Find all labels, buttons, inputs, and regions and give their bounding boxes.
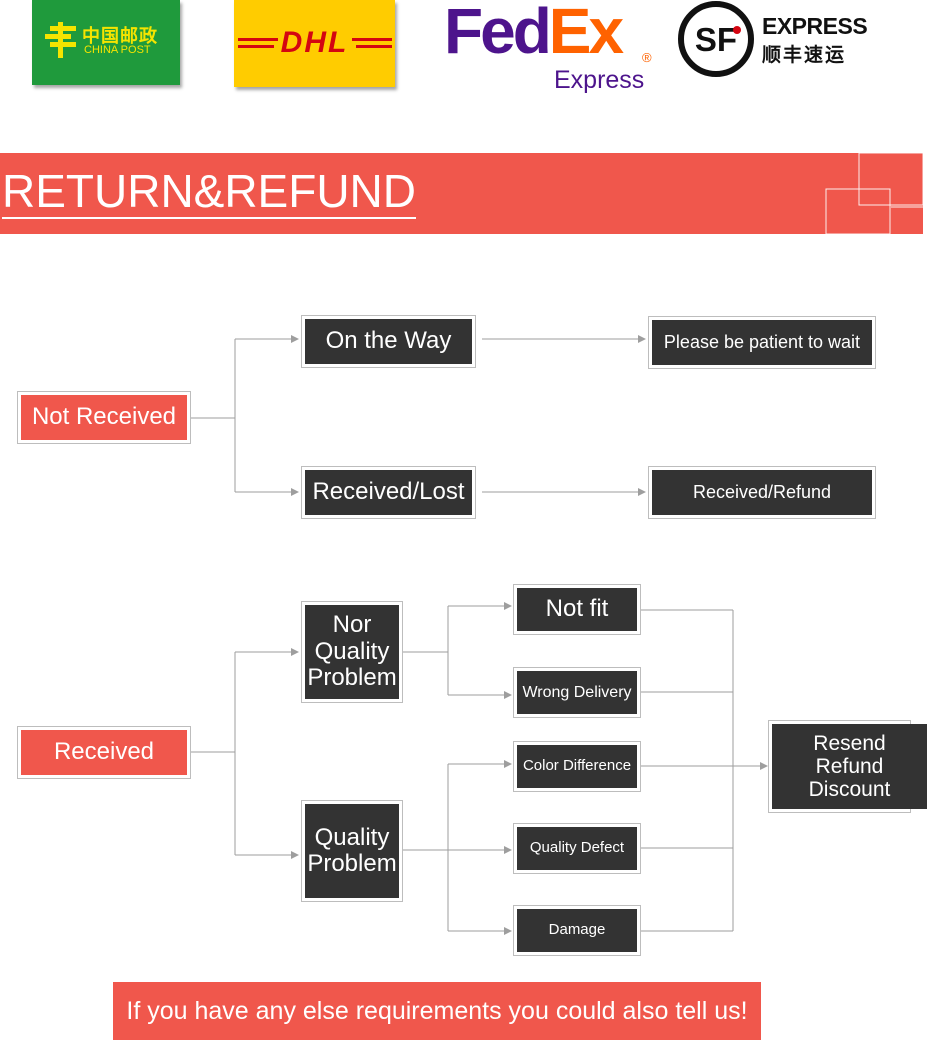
node-quality-defect: Quality Defect: [513, 823, 641, 874]
return-refund-banner: RETURN&REFUND: [0, 153, 923, 234]
china-post-name-en: CHINA POST: [84, 44, 151, 56]
sf-express-logo: SF EXPRESS 顺丰速运: [677, 0, 868, 80]
node-nor-quality-problem: Nor Quality Problem: [301, 601, 403, 703]
node-received: Received: [17, 726, 191, 779]
node-not-fit: Not fit: [513, 584, 641, 635]
node-color-difference: Color Difference: [513, 741, 641, 792]
fedex-registered-mark: ®: [642, 50, 652, 65]
node-on-the-way: On the Way: [301, 315, 476, 368]
fedex-name-ex: Ex: [548, 0, 624, 67]
dhl-logo: DHL: [234, 0, 395, 87]
node-damage: Damage: [513, 905, 641, 956]
china-post-logo: 中国邮政 CHINA POST: [32, 0, 180, 85]
node-not-received: Not Received: [17, 391, 191, 444]
fedex-logo: FedEx ® Express: [444, 0, 660, 100]
node-please-be-patient: Please be patient to wait: [648, 316, 876, 369]
fedex-name-fed: Fed: [444, 0, 552, 67]
node-resend-refund-discount: Resend Refund Discount: [768, 720, 927, 813]
sf-name-en: EXPRESS: [762, 13, 868, 39]
sf-circle-emblem-icon: SF: [678, 1, 754, 77]
china-post-name-cn: 中国邮政: [82, 26, 158, 47]
sf-name-cn: 顺丰速运: [762, 44, 847, 66]
banner-title: RETURN&REFUND: [2, 165, 416, 219]
node-received-refund: Received/Refund: [648, 466, 876, 519]
china-post-emblem-icon: [45, 22, 76, 58]
node-wrong-delivery: Wrong Delivery: [513, 667, 641, 718]
fedex-service: Express: [554, 66, 645, 94]
node-quality-problem: Quality Problem: [301, 800, 403, 902]
footer-message: If you have any else requirements you co…: [113, 982, 761, 1040]
node-received-lost: Received/Lost: [301, 466, 476, 519]
sf-mark-text: SF: [695, 21, 737, 58]
dhl-name: DHL: [280, 26, 349, 59]
banner-square-decoration-icon: [825, 153, 923, 234]
